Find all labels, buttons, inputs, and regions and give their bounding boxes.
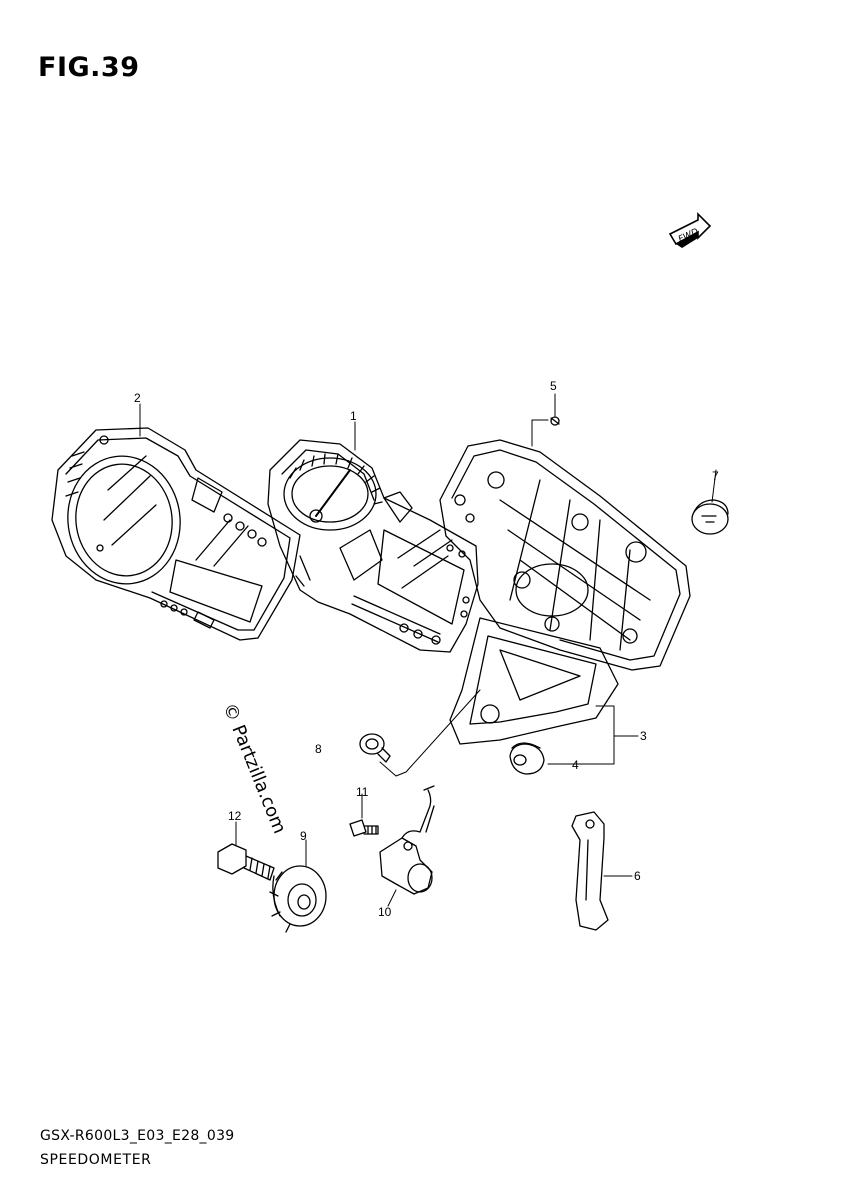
part-number-1: 1	[350, 409, 357, 423]
part-number-10: 10	[378, 905, 392, 919]
part-number-11: 11	[356, 785, 369, 799]
speed-sensor-part-10	[379, 785, 435, 895]
diagram-name: SPEEDOMETER	[40, 1152, 152, 1168]
part-number-9: 9	[300, 829, 307, 843]
grommet-part-7	[691, 499, 729, 535]
screw-part-8	[359, 733, 391, 763]
leader-lines	[139, 393, 717, 907]
strap-part-6	[571, 811, 609, 931]
bolt-part-12	[217, 843, 275, 881]
part-number-2: 2	[134, 391, 141, 405]
forward-direction-icon: FWD	[668, 212, 712, 248]
meter-assembly	[267, 439, 479, 653]
part-number-3: 3	[640, 729, 647, 743]
part-number-8: 8	[315, 742, 322, 756]
diagram-code: GSX-R600L3_E03_E28_039	[40, 1128, 235, 1144]
bolt-part-11	[349, 819, 379, 837]
screw-part-5	[550, 416, 560, 426]
part-number-7: 7	[712, 469, 719, 483]
part-number-labels: 2 1 5 7 3 4 8 11 12 9 10 6	[134, 379, 719, 919]
part-number-12: 12	[228, 809, 242, 823]
part-number-5: 5	[550, 379, 557, 393]
figure-title: FIG.39	[38, 52, 140, 83]
meter-rear-case	[439, 439, 691, 745]
gear-part-9	[269, 865, 327, 933]
cushion-part-4	[509, 742, 545, 775]
part-number-6: 6	[634, 869, 641, 883]
part-number-4: 4	[572, 758, 579, 772]
meter-front-cover	[51, 427, 301, 641]
